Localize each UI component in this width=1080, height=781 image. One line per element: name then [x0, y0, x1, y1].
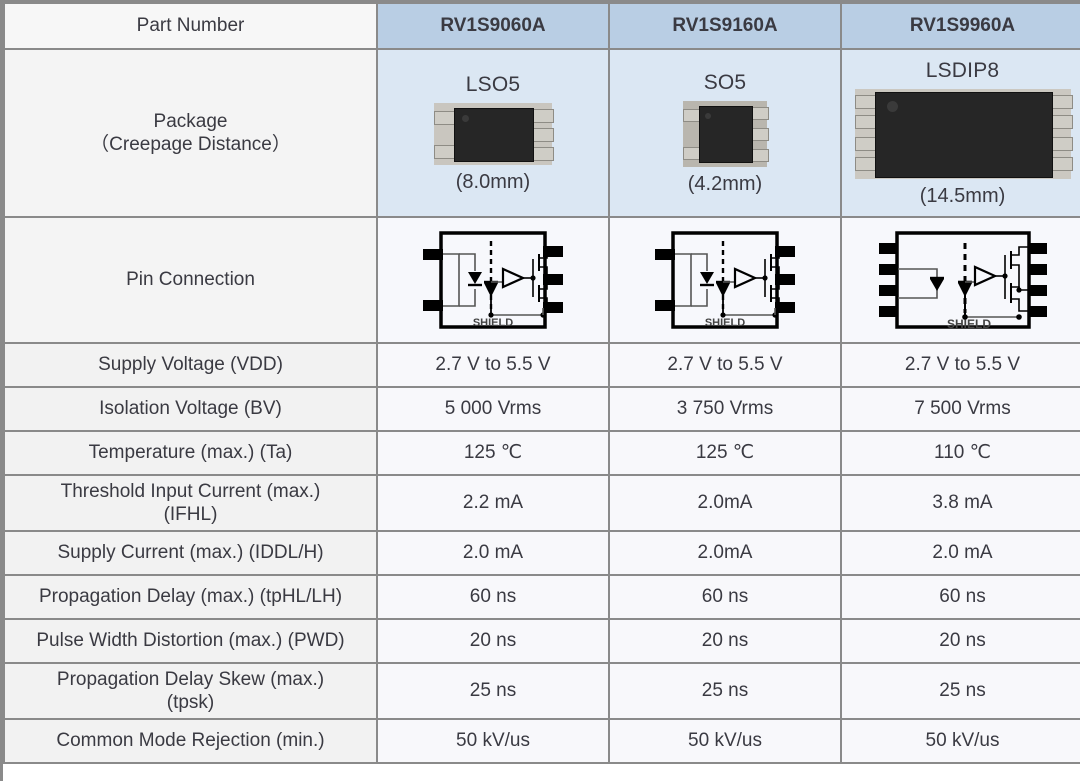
row-value-threshold-input-current-c1: 2.2 mA: [376, 474, 610, 532]
pin-diagram-cell-rv1s9960a: SHIELD: [840, 216, 1080, 344]
table-row: Supply Voltage (VDD) 2.7 V to 5.5 V 2.7 …: [3, 342, 1080, 388]
table-row: Isolation Voltage (BV) 5 000 Vrms 3 750 …: [3, 386, 1080, 432]
package-label-line2: （Creepage Distance）: [90, 134, 291, 155]
pin-connection-diagram-5pin: SHIELD: [423, 231, 563, 329]
row-value-supply-voltage-c3: 2.7 V to 5.5 V: [840, 342, 1080, 388]
row-value-temperature-c2: 125 ℃: [608, 430, 842, 476]
row-value-isolation-voltage-c1: 5 000 Vrms: [376, 386, 610, 432]
package-cell-lso5: LSO5 (8.0mm): [376, 48, 610, 218]
package-photo-lso5: [434, 102, 554, 165]
row-label-propagation-delay: Propagation Delay (max.) (tpHL/LH): [3, 574, 378, 620]
row-value-common-mode-rejection-c3: 50 kV/us: [840, 718, 1080, 764]
package-distance-lso5: (8.0mm): [455, 170, 531, 193]
pin-connection-row: Pin Connection: [3, 216, 1080, 344]
shield-label: SHIELD: [473, 317, 513, 329]
row-label-supply-voltage: Supply Voltage (VDD): [3, 342, 378, 388]
row-label-common-mode-rejection: Common Mode Rejection (min.): [3, 718, 378, 764]
package-photo-lsdip8: [854, 88, 1073, 179]
row-value-isolation-voltage-c3: 7 500 Vrms: [840, 386, 1080, 432]
table-row: Common Mode Rejection (min.) 50 kV/us 50…: [3, 718, 1080, 764]
row-value-pulse-width-distortion-c3: 20 ns: [840, 618, 1080, 664]
row-value-pulse-width-distortion-c2: 20 ns: [608, 618, 842, 664]
package-row: Package （Creepage Distance） LSO5 (8.0mm): [3, 48, 1080, 218]
pin-connection-label: Pin Connection: [3, 216, 378, 344]
package-distance-lsdip8: (14.5mm): [919, 184, 1006, 207]
package-row-label: Package （Creepage Distance）: [3, 48, 378, 218]
spec-table: Part Number RV1S9060A RV1S9160A RV1S9960…: [3, 2, 1080, 764]
table-row: Temperature (max.) (Ta) 125 ℃ 125 ℃ 110 …: [3, 430, 1080, 476]
table-header-row: Part Number RV1S9060A RV1S9160A RV1S9960…: [3, 2, 1080, 50]
row-value-temperature-c3: 110 ℃: [840, 430, 1080, 476]
package-label-line1: Package: [153, 110, 228, 132]
shield-label: SHIELD: [705, 317, 745, 329]
package-distance-so5: (4.2mm): [687, 172, 763, 195]
package-name-lso5: LSO5: [465, 73, 521, 96]
row-label-propagation-delay-skew: Propagation Delay Skew (max.) (tpsk): [3, 662, 378, 720]
row-label-supply-current: Supply Current (max.) (IDDL/H): [3, 530, 378, 576]
row-value-temperature-c1: 125 ℃: [376, 430, 610, 476]
table-row: Threshold Input Current (max.) (IFHL) 2.…: [3, 474, 1080, 532]
row-label-isolation-voltage: Isolation Voltage (BV): [3, 386, 378, 432]
package-name-lsdip8: LSDIP8: [925, 59, 1000, 82]
header-row-label: Part Number: [3, 2, 378, 50]
row-value-isolation-voltage-c2: 3 750 Vrms: [608, 386, 842, 432]
row-label-pulse-width-distortion: Pulse Width Distortion (max.) (PWD): [3, 618, 378, 664]
row-value-supply-current-c3: 2.0 mA: [840, 530, 1080, 576]
row-value-threshold-input-current-c2: 2.0mA: [608, 474, 842, 532]
row-value-common-mode-rejection-c1: 50 kV/us: [376, 718, 610, 764]
row-label-temperature: Temperature (max.) (Ta): [3, 430, 378, 476]
pin-connection-diagram-8pin: SHIELD: [878, 231, 1047, 331]
table-row: Supply Current (max.) (IDDL/H) 2.0 mA 2.…: [3, 530, 1080, 576]
row-value-propagation-delay-c1: 60 ns: [376, 574, 610, 620]
row-value-common-mode-rejection-c2: 50 kV/us: [608, 718, 842, 764]
package-cell-so5: SO5 (4.2mm): [608, 48, 842, 218]
package-cell-lsdip8: LSDIP8 (14.5mm): [840, 48, 1080, 218]
package-name-so5: SO5: [703, 71, 747, 94]
table-row: Pulse Width Distortion (max.) (PWD) 20 n…: [3, 618, 1080, 664]
header-part-rv1s9160a: RV1S9160A: [608, 2, 842, 50]
table-row: Propagation Delay (max.) (tpHL/LH) 60 ns…: [3, 574, 1080, 620]
header-part-rv1s9060a: RV1S9060A: [376, 2, 610, 50]
row-value-supply-current-c1: 2.0 mA: [376, 530, 610, 576]
row-value-supply-voltage-c2: 2.7 V to 5.5 V: [608, 342, 842, 388]
pin-diagram-cell-rv1s9060a: SHIELD: [376, 216, 610, 344]
table-row: Propagation Delay Skew (max.) (tpsk) 25 …: [3, 662, 1080, 720]
package-photo-so5: [683, 100, 769, 167]
row-value-propagation-delay-skew-c2: 25 ns: [608, 662, 842, 720]
row-value-supply-current-c2: 2.0mA: [608, 530, 842, 576]
row-value-supply-voltage-c1: 2.7 V to 5.5 V: [376, 342, 610, 388]
header-part-rv1s9960a: RV1S9960A: [840, 2, 1080, 50]
row-value-propagation-delay-c2: 60 ns: [608, 574, 842, 620]
row-value-propagation-delay-skew-c1: 25 ns: [376, 662, 610, 720]
row-value-propagation-delay-c3: 60 ns: [840, 574, 1080, 620]
shield-label: SHIELD: [946, 317, 990, 331]
pin-diagram-cell-rv1s9160a: SHIELD: [608, 216, 842, 344]
row-label-threshold-input-current: Threshold Input Current (max.) (IFHL): [3, 474, 378, 532]
row-value-propagation-delay-skew-c3: 25 ns: [840, 662, 1080, 720]
pin-connection-diagram-5pin: SHIELD: [655, 231, 795, 329]
row-value-threshold-input-current-c3: 3.8 mA: [840, 474, 1080, 532]
row-value-pulse-width-distortion-c1: 20 ns: [376, 618, 610, 664]
